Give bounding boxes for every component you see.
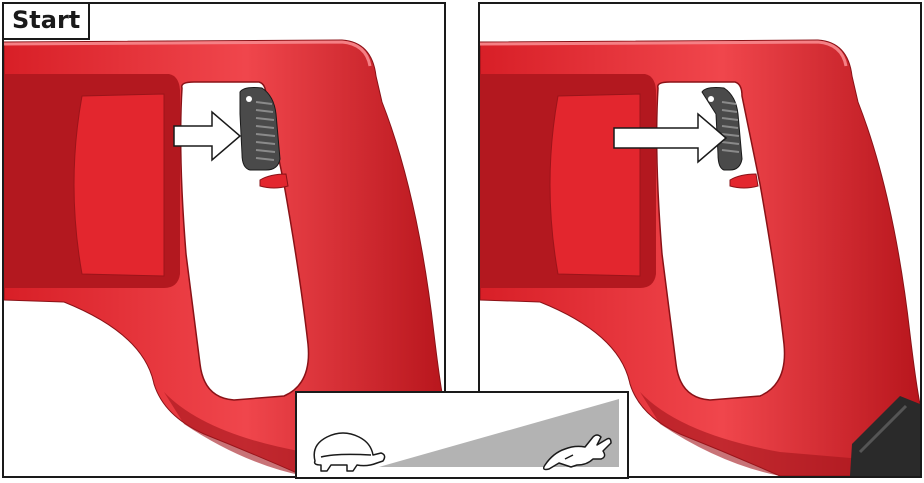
step-panel-full-speed bbox=[478, 2, 922, 478]
turtle-icon bbox=[313, 432, 386, 472]
rabbit-icon bbox=[542, 434, 612, 471]
speed-legend bbox=[295, 391, 629, 479]
lock-button bbox=[729, 173, 759, 189]
grip-bump bbox=[549, 93, 641, 277]
step-label: Start bbox=[4, 4, 91, 40]
saw-handle-illustration bbox=[480, 39, 920, 476]
lock-button bbox=[259, 173, 289, 189]
grip-bump bbox=[73, 93, 165, 277]
trigger bbox=[701, 87, 743, 171]
press-arrow bbox=[173, 110, 242, 162]
trigger bbox=[239, 87, 281, 171]
step-panel-start: Start bbox=[2, 2, 446, 478]
power-cord-boot bbox=[850, 396, 920, 476]
press-arrow bbox=[613, 112, 728, 164]
speed-ramp-graphic bbox=[313, 399, 619, 472]
saw-handle-illustration bbox=[4, 39, 444, 476]
speed-ramp bbox=[379, 399, 619, 467]
handle-opening bbox=[655, 81, 786, 401]
